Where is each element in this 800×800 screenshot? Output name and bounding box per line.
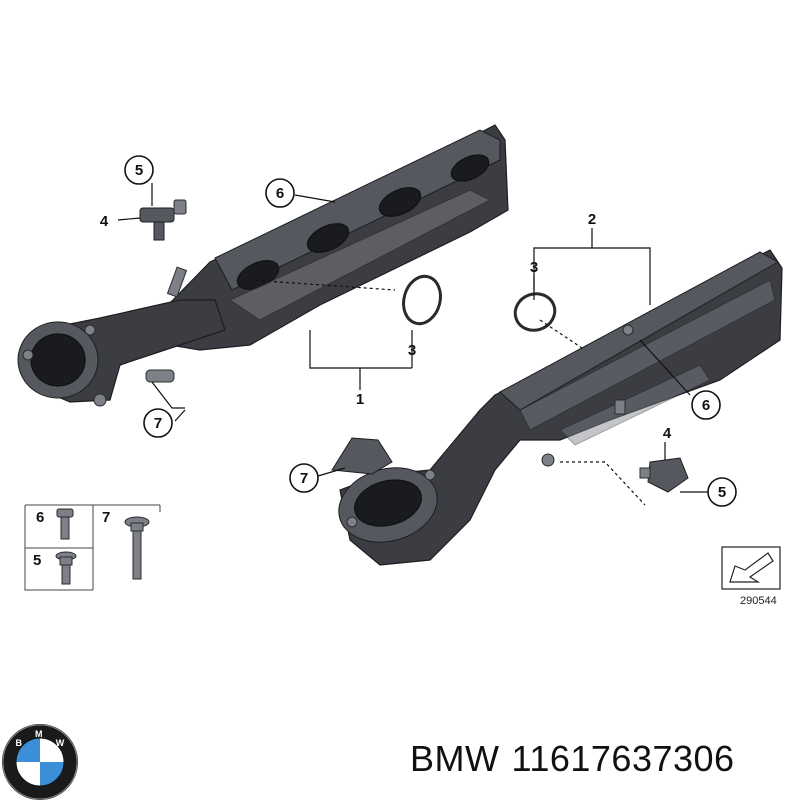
svg-text:1: 1 xyxy=(356,391,364,408)
callout-3-upper: 3 xyxy=(408,342,416,359)
brand-name: BMW xyxy=(410,738,500,779)
gasket-upper xyxy=(402,274,442,326)
callout-3-lower: 3 xyxy=(530,259,538,276)
callout-4-lower: 4 xyxy=(663,425,672,442)
svg-text:3: 3 xyxy=(408,342,416,359)
callout-1: 1 xyxy=(356,391,364,408)
sensor-upper xyxy=(139,199,187,241)
callout-4-upper: 4 xyxy=(100,213,109,230)
table-label-7: 7 xyxy=(102,509,110,526)
intake-manifold-lower xyxy=(331,249,783,566)
svg-text:4: 4 xyxy=(100,213,109,230)
callout-6-upper: 6 xyxy=(265,178,295,208)
svg-text:7: 7 xyxy=(300,470,308,487)
bolt-7-icon xyxy=(124,516,150,580)
callout-5-lower: 5 xyxy=(707,477,737,507)
callout-2: 2 xyxy=(588,211,596,228)
svg-text:5: 5 xyxy=(718,484,726,501)
part-caption: BMW 11617637306 xyxy=(410,738,747,780)
leader-lines xyxy=(117,183,710,506)
table-label-5: 5 xyxy=(33,552,41,569)
svg-text:4: 4 xyxy=(663,425,672,442)
part-number: 11617637306 xyxy=(511,738,735,779)
svg-text:3: 3 xyxy=(530,259,538,276)
bolt-5-icon xyxy=(55,551,77,585)
bolt-6-icon xyxy=(56,508,74,540)
svg-text:5: 5 xyxy=(135,162,143,179)
intake-manifold-upper xyxy=(17,124,509,407)
reference-box: 290544 xyxy=(721,546,781,607)
reference-code: 290544 xyxy=(740,595,777,607)
callout-7-upper: 7 xyxy=(143,408,173,438)
table-label-6: 6 xyxy=(36,509,44,526)
svg-text:7: 7 xyxy=(154,415,162,432)
callout-6-lower: 6 xyxy=(691,390,721,420)
svg-text:2: 2 xyxy=(588,211,596,228)
svg-text:6: 6 xyxy=(702,397,710,414)
callout-5-upper: 5 xyxy=(124,155,154,185)
fastener-table: 6 7 5 xyxy=(24,504,161,591)
svg-text:B M W: B M W xyxy=(15,729,64,748)
bmw-logo: B M W xyxy=(2,724,78,800)
callout-7-lower: 7 xyxy=(289,463,319,493)
sensor-lower xyxy=(639,457,689,493)
svg-text:6: 6 xyxy=(276,185,284,202)
gasket-lower xyxy=(513,292,557,332)
